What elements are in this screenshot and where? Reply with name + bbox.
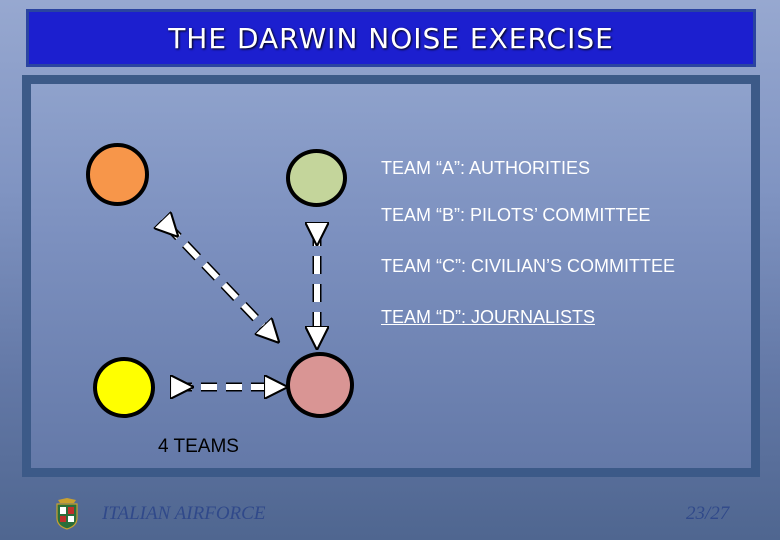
- content-panel: [22, 75, 760, 477]
- team-d-label: TEAM “D”: JOURNALISTS: [381, 307, 596, 327]
- team-a-label: TEAM “A”: AUTHORITIES: [381, 158, 591, 178]
- team-c-circle: [93, 357, 155, 418]
- team-a-circle: [86, 143, 149, 206]
- team-b-label: TEAM “B”: PILOTS’ COMMITTEE: [381, 205, 651, 225]
- air-force-crest-icon: [54, 498, 80, 535]
- footer-organization: ITALIAN AIRFORCE: [102, 503, 266, 524]
- team-d-circle: [286, 352, 354, 418]
- slide-title: THE DARWIN NOISE EXERCISE: [168, 21, 614, 55]
- title-bar: THE DARWIN NOISE EXERCISE: [26, 9, 756, 67]
- team-c-label: TEAM “C”: CIVILIAN’S COMMITTEE: [381, 256, 676, 276]
- team-b-circle: [286, 149, 347, 207]
- teams-count-label: 4 TEAMS: [158, 436, 239, 457]
- page-number: 23/27: [686, 503, 730, 524]
- arrow-a-d-line: [166, 224, 267, 330]
